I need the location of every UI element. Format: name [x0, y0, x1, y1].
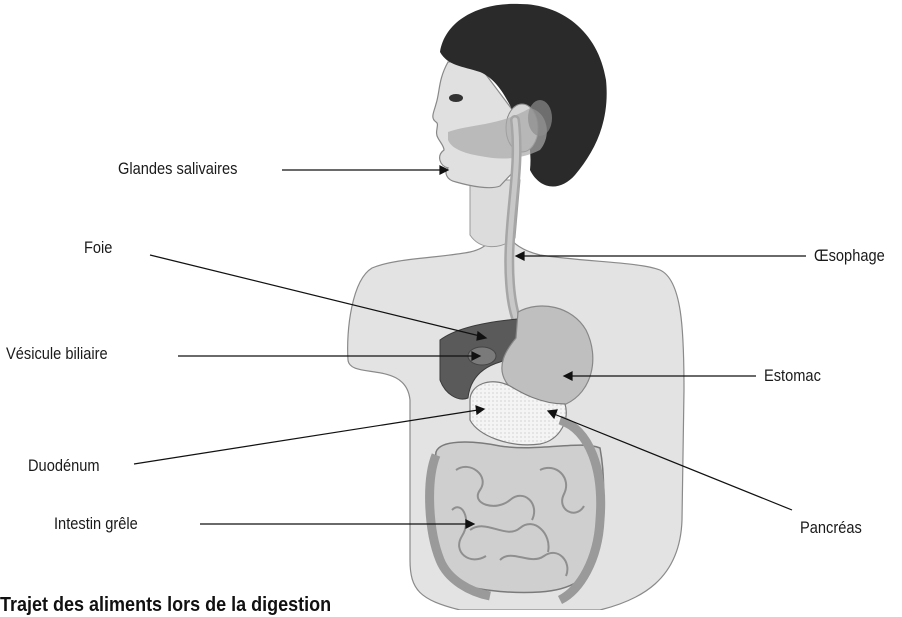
label-foie: Foie: [84, 238, 112, 258]
label-duodenum: Duodénum: [28, 456, 100, 476]
small-intestine: [433, 442, 604, 592]
figure-caption: Trajet des aliments lors de la digestion: [0, 594, 331, 617]
eye: [449, 94, 463, 102]
label-glandes-salivaires: Glandes salivaires: [118, 159, 237, 179]
label-oesophage: Œsophage: [814, 246, 885, 266]
label-vesicule-biliaire: Vésicule biliaire: [6, 344, 108, 364]
label-intestin-grele: Intestin grêle: [54, 514, 138, 534]
salivary-gland-lobe: [528, 100, 552, 136]
label-estomac: Estomac: [764, 366, 821, 386]
label-pancreas: Pancréas: [800, 518, 862, 538]
